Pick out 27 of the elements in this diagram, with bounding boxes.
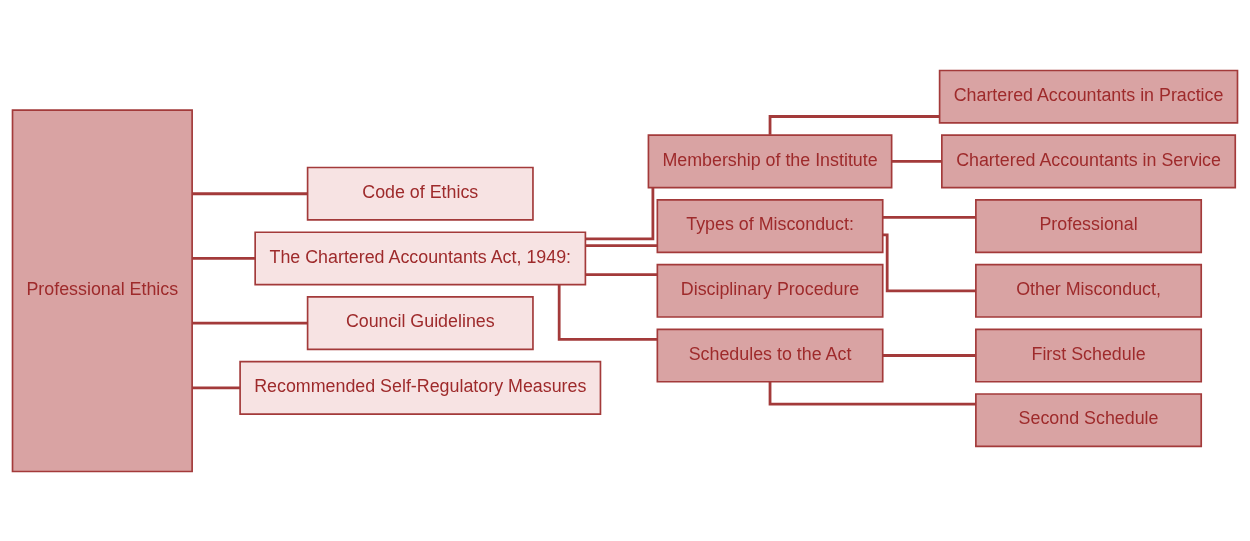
node-box: Second Schedule [975,392,1203,447]
connector [882,232,976,292]
node-box: Chartered Accountants in Service [941,133,1237,188]
node-box: Code of Ethics [306,166,534,221]
node-box: Recommended Self-Regulatory Measures [239,360,602,415]
node-box: Chartered Accountants in Practice [938,69,1239,124]
connector [891,159,942,163]
connector [585,243,657,247]
connector [192,191,308,195]
connector [585,187,655,240]
node-box: Professional [975,198,1203,253]
connector [192,321,308,325]
connector [882,215,976,219]
connector [882,353,976,357]
node-box: The Chartered Accountants Act, 1949: [254,230,587,285]
node-box: Types of Misconduct: [656,198,884,253]
node-box: Other Misconduct, [975,263,1203,318]
node-box: Council Guidelines [306,295,534,350]
node-box: Schedules to the Act [656,327,884,383]
node-box: Disciplinary Procedure [656,263,884,318]
node-box: Membership of the Institute [647,133,893,188]
connector [585,272,657,276]
node-box: First Schedule [975,327,1203,383]
connector [557,284,658,341]
node-box: Professional Ethics [11,108,193,472]
connector [192,385,240,389]
connector [192,256,256,260]
